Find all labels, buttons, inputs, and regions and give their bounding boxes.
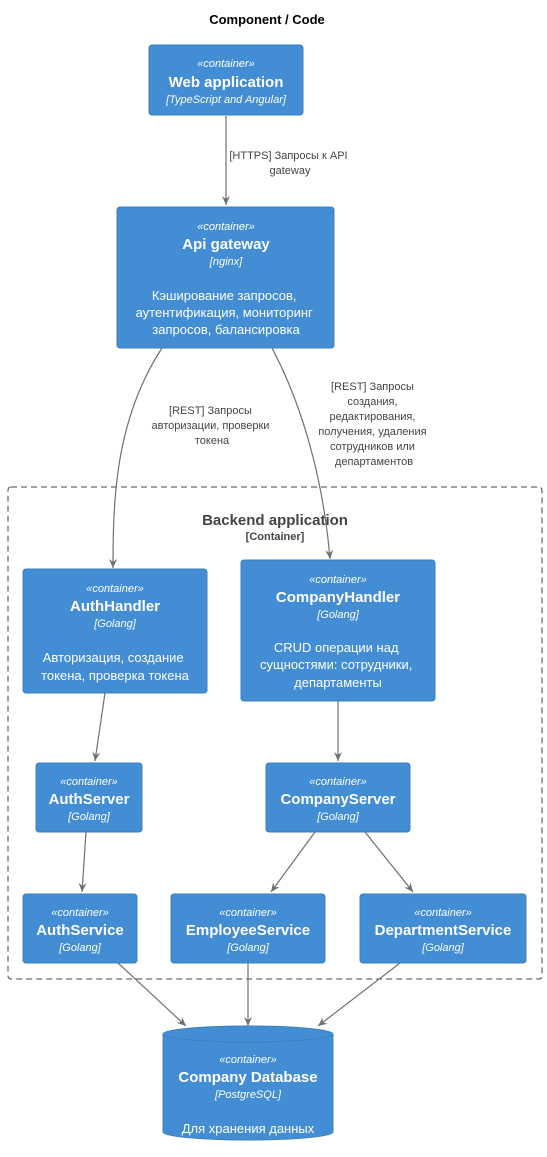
node-company-handler[interactable]: «container» CompanyHandler [Golang] CRUD… xyxy=(240,559,436,702)
node-name: Company Database xyxy=(178,1069,317,1086)
edge-departmentservice-db xyxy=(317,962,401,1027)
node-employee-service[interactable]: «container» EmployeeService [Golang] xyxy=(170,893,326,964)
backend-boundary: Backend application [Container] xyxy=(7,486,543,980)
edges xyxy=(78,116,414,1027)
edge-label-web-api: [HTTPS] Запросы к API gateway xyxy=(229,150,350,177)
boundary-type: [Container] xyxy=(246,531,305,543)
node-technology: [PostgreSQL] xyxy=(214,1089,282,1101)
diagram-title: Component / Code xyxy=(209,12,325,27)
node-auth-handler[interactable]: «container» AuthHandler [Golang] Авториз… xyxy=(22,568,208,694)
edge-companyserver-departmentservice xyxy=(364,831,414,893)
edge-api-authhandler xyxy=(109,347,163,569)
node-stereotype: «container» xyxy=(414,907,472,919)
node-name: CompanyHandler xyxy=(276,589,400,606)
node-auth-service[interactable]: «container» AuthService [Golang] xyxy=(22,893,138,964)
edge-companyserver-employeeservice xyxy=(270,831,316,893)
node-technology: [Golang] xyxy=(67,811,111,823)
node-technology: [Golang] xyxy=(93,618,137,630)
node-stereotype: «container» xyxy=(219,907,277,919)
node-technology: [nginx] xyxy=(209,256,243,268)
node-description: Для хранения данных xyxy=(182,1121,315,1136)
node-stereotype: «container» xyxy=(309,574,367,586)
node-technology: [Golang] xyxy=(226,942,270,954)
node-name: AuthService xyxy=(36,922,124,939)
node-stereotype: «container» xyxy=(219,1054,277,1066)
node-department-service[interactable]: «container» DepartmentService [Golang] xyxy=(359,893,527,964)
node-name: Web application xyxy=(169,74,284,91)
node-stereotype: «container» xyxy=(309,776,367,788)
node-web-application[interactable]: «container» Web application [TypeScript … xyxy=(148,44,304,116)
node-name: DepartmentService xyxy=(375,922,512,939)
boundary-name: Backend application xyxy=(202,512,348,529)
node-description: Авторизация, создание токена, проверка т… xyxy=(41,650,190,683)
node-name: CompanyServer xyxy=(280,791,395,808)
node-technology: [Golang] xyxy=(58,942,102,954)
node-technology: [Golang] xyxy=(421,942,465,954)
edge-authhandler-authserver xyxy=(92,692,106,762)
node-technology: [Golang] xyxy=(316,609,360,621)
node-name: Api gateway xyxy=(182,236,270,253)
node-company-server[interactable]: «container» CompanyServer [Golang] xyxy=(265,762,411,833)
node-stereotype: «container» xyxy=(60,776,118,788)
edge-api-companyhandler xyxy=(271,347,334,560)
node-company-database[interactable]: «container» Company Database [PostgreSQL… xyxy=(162,1025,334,1141)
edge-label-api-auth: [REST] Запросы авторизации, проверки ток… xyxy=(151,405,272,447)
node-auth-server[interactable]: «container» AuthServer [Golang] xyxy=(35,762,143,833)
node-stereotype: «container» xyxy=(51,907,109,919)
node-name: AuthHandler xyxy=(70,598,160,615)
node-description: CRUD операции над сущностями: сотрудники… xyxy=(260,640,416,690)
edge-label-api-company: [REST] Запросы создания, редактирования,… xyxy=(318,381,429,468)
edge-authserver-authservice xyxy=(78,831,87,893)
node-description: Кэширование запросов, аутентификация, мо… xyxy=(136,288,317,337)
node-technology: [Golang] xyxy=(316,811,360,823)
node-stereotype: «container» xyxy=(86,583,144,595)
node-stereotype: «container» xyxy=(197,221,255,233)
node-api-gateway[interactable]: «container» Api gateway [nginx] Кэширова… xyxy=(116,206,335,349)
node-name: AuthServer xyxy=(49,791,130,808)
edge-authservice-db xyxy=(117,962,187,1027)
node-technology: [TypeScript and Angular] xyxy=(165,94,287,106)
node-stereotype: «container» xyxy=(197,58,255,70)
node-name: EmployeeService xyxy=(186,922,310,939)
